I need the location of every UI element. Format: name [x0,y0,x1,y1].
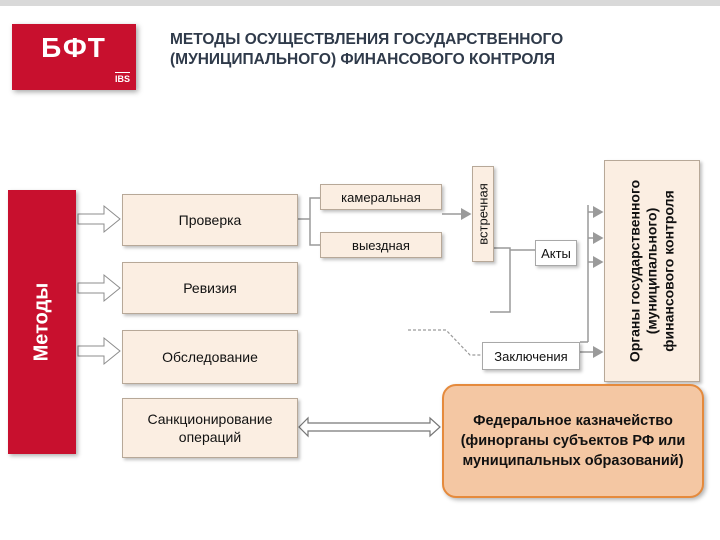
methods-bar: Методы [8,190,76,454]
counter-inspection-label: встречная [475,183,491,245]
counter-inspection-box: встречная [472,166,494,262]
arrow-to-inspection [77,204,121,234]
arrow-to-revision [77,273,121,303]
treasury-box: Федеральное казначейство (финорганы субъ… [442,384,704,498]
logo-ibs-text: IBS [114,72,130,84]
method-arrows [77,204,121,366]
treasury-label: Федеральное казначейство (финорганы субъ… [460,413,686,469]
sanction-treasury-arrow [298,416,441,438]
revision-box: Ревизия [122,262,298,314]
methods-label: Методы [30,282,53,362]
results-bracket [580,205,589,343]
logo-text: БФТ [41,32,107,63]
control-organs-label: Органы государственного (муниципального)… [626,179,677,363]
sanction-box: Санкционирование операций [122,398,298,458]
top-divider [0,0,720,6]
acts-label: Акты [541,245,571,261]
desk-inspection-label: камеральная [341,189,421,205]
bft-logo: БФТ IBS [12,24,136,90]
desk-inspection-box: камеральная [320,184,442,210]
revision-label: Ревизия [183,280,237,296]
field-inspection-label: выездная [352,237,410,253]
conclusions-box: Заключения [482,342,580,370]
conclusions-link [408,329,482,356]
examination-box: Обследование [122,330,298,384]
acts-box: Акты [535,240,577,266]
page-title: Методы осуществления государственного (м… [170,31,564,68]
inspection-box: Проверка [122,194,298,246]
inspection-label: Проверка [178,212,242,228]
control-organs-box: Органы государственного (муниципального)… [604,160,700,382]
field-inspection-box: выездная [320,232,442,258]
acts-bracket [490,247,535,313]
arrow-to-examination [77,336,121,366]
inspection-branch-line [298,197,320,246]
examination-label: Обследование [162,349,258,365]
conclusions-label: Заключения [494,348,568,364]
sanction-label: Санкционирование операций [147,411,273,445]
